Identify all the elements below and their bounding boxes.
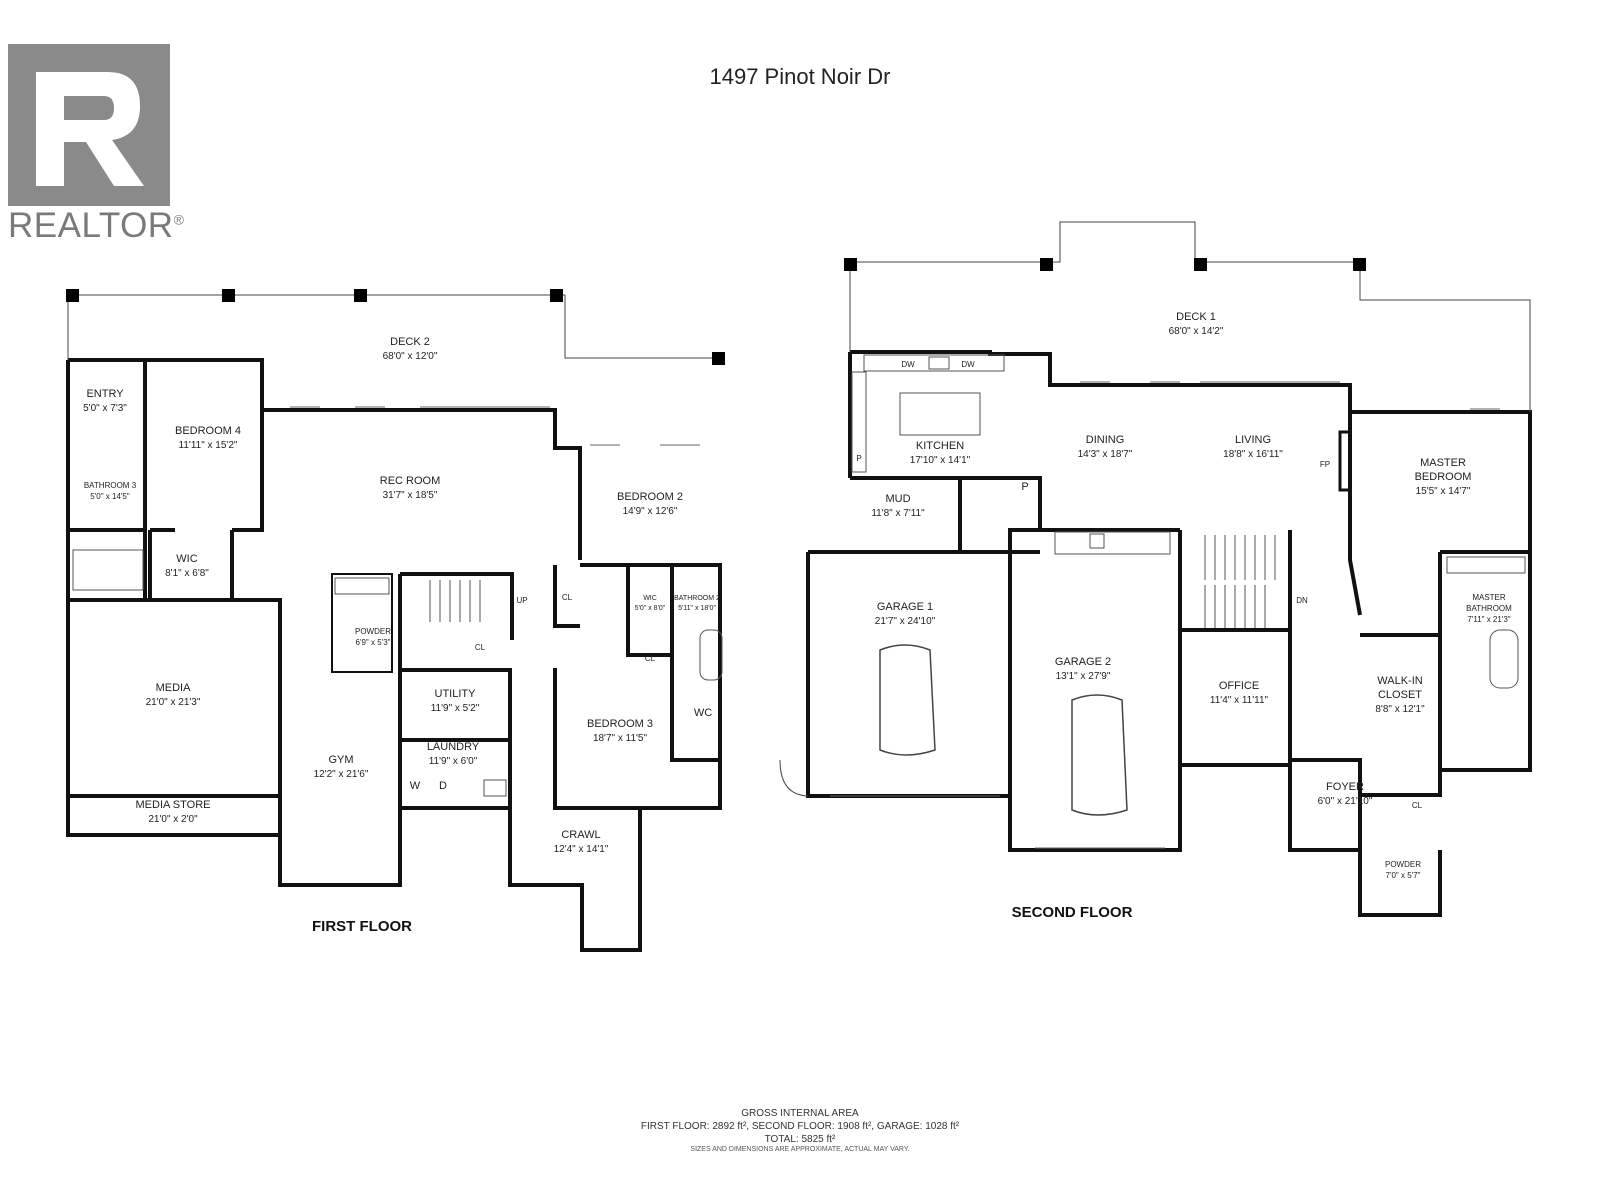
svg-text:DINING: DINING — [1086, 434, 1125, 446]
svg-text:GYM: GYM — [328, 754, 353, 766]
svg-text:DN: DN — [1296, 596, 1308, 605]
svg-text:WC: WC — [694, 707, 712, 719]
svg-text:8'8" x 12'1": 8'8" x 12'1" — [1375, 704, 1425, 715]
svg-text:5'0" x 14'5": 5'0" x 14'5" — [90, 492, 130, 501]
svg-text:11'11" x 15'2": 11'11" x 15'2" — [179, 440, 238, 451]
svg-text:5'0" x 8'0": 5'0" x 8'0" — [635, 605, 666, 612]
svg-text:LIVING: LIVING — [1235, 434, 1271, 446]
svg-text:KITCHEN: KITCHEN — [916, 440, 964, 452]
svg-text:12'4" x 14'1": 12'4" x 14'1" — [554, 844, 609, 855]
deck-posts — [66, 258, 1366, 365]
svg-text:FP: FP — [1320, 460, 1330, 469]
svg-text:14'3" x 18'7": 14'3" x 18'7" — [1078, 449, 1133, 460]
area-breakdown: FIRST FLOOR: 2892 ft², SECOND FLOOR: 190… — [640, 1121, 960, 1132]
svg-text:5'11" x 18'0": 5'11" x 18'0" — [678, 605, 716, 612]
svg-text:UTILITY: UTILITY — [435, 688, 477, 700]
svg-text:18'8" x 16'11": 18'8" x 16'11" — [1223, 449, 1283, 460]
svg-text:21'0" x 21'3": 21'0" x 21'3" — [146, 697, 201, 708]
svg-text:BEDROOM 2: BEDROOM 2 — [617, 491, 683, 503]
realtor-r-logo-icon — [8, 44, 170, 206]
svg-text:FOYER: FOYER — [1326, 781, 1364, 793]
svg-text:P: P — [856, 454, 861, 463]
svg-text:CL: CL — [475, 643, 486, 652]
second-floor-stairs — [1204, 535, 1276, 628]
svg-text:WIC: WIC — [176, 553, 197, 565]
svg-text:W: W — [410, 780, 421, 792]
svg-text:GARAGE 2: GARAGE 2 — [1055, 656, 1111, 668]
svg-text:6'0" x 21'10": 6'0" x 21'10" — [1318, 796, 1373, 807]
svg-text:21'0" x 2'0": 21'0" x 2'0" — [148, 814, 198, 825]
svg-text:LAUNDRY: LAUNDRY — [427, 741, 480, 753]
svg-text:OFFICE: OFFICE — [1219, 680, 1259, 692]
svg-text:68'0" x 14'2": 68'0" x 14'2" — [1169, 326, 1224, 337]
car-icon — [879, 644, 936, 756]
svg-text:11'9" x 5'2": 11'9" x 5'2" — [431, 703, 480, 714]
svg-text:BEDROOM 3: BEDROOM 3 — [587, 718, 653, 730]
total-area: TOTAL: 5825 ft² — [764, 1134, 836, 1145]
svg-text:MEDIA: MEDIA — [156, 682, 192, 694]
property-address-title: 1497 Pinot Noir Dr — [709, 64, 891, 89]
svg-text:11'9" x 6'0": 11'9" x 6'0" — [429, 756, 478, 767]
svg-text:15'5" x 14'7": 15'5" x 14'7" — [1416, 486, 1471, 497]
svg-text:CRAWL: CRAWL — [561, 829, 600, 841]
car-icon — [1071, 694, 1128, 816]
svg-text:7'11" x 21'3": 7'11" x 21'3" — [1467, 615, 1510, 624]
svg-text:14'9" x 12'6": 14'9" x 12'6" — [623, 506, 678, 517]
svg-text:WIC: WIC — [643, 595, 657, 602]
svg-text:68'0" x 12'0": 68'0" x 12'0" — [383, 351, 438, 362]
svg-text:MUD: MUD — [885, 493, 910, 505]
svg-text:21'7" x 24'10": 21'7" x 24'10" — [875, 616, 936, 627]
first-floor-walls — [66, 358, 722, 952]
svg-text:POWDER: POWDER — [355, 627, 391, 636]
svg-text:MASTER: MASTER — [1420, 457, 1466, 469]
svg-text:5'0" x 7'3": 5'0" x 7'3" — [83, 403, 127, 414]
svg-text:POWDER: POWDER — [1385, 860, 1421, 869]
svg-text:MEDIA STORE: MEDIA STORE — [136, 799, 211, 811]
svg-text:11'8" x 7'11": 11'8" x 7'11" — [871, 508, 925, 519]
svg-text:GARAGE 1: GARAGE 1 — [877, 601, 933, 613]
svg-text:MASTER: MASTER — [1472, 593, 1506, 602]
svg-text:CLOSET: CLOSET — [1378, 689, 1422, 701]
first-floor-label: FIRST FLOOR — [312, 918, 412, 935]
svg-text:31'7" x 18'5": 31'7" x 18'5" — [383, 490, 438, 501]
svg-text:17'10" x 14'1": 17'10" x 14'1" — [910, 455, 971, 466]
svg-text:DW: DW — [961, 360, 975, 369]
svg-text:BEDROOM 4: BEDROOM 4 — [175, 425, 241, 437]
realtor-wordmark: REALTOR® — [8, 206, 185, 245]
disclaimer: SIZES AND DIMENSIONS ARE APPROXIMATE, AC… — [690, 1146, 910, 1153]
svg-text:18'7" x 11'5": 18'7" x 11'5" — [593, 733, 648, 744]
second-floor-walls — [806, 350, 1532, 917]
svg-text:CL: CL — [562, 593, 573, 602]
svg-text:BATHROOM: BATHROOM — [1466, 604, 1512, 613]
svg-text:BATHROOM 2: BATHROOM 2 — [674, 595, 720, 602]
svg-text:DW: DW — [901, 360, 915, 369]
deck2-label: DECK 2 — [390, 336, 430, 348]
svg-text:REC ROOM: REC ROOM — [380, 475, 441, 487]
svg-text:UP: UP — [516, 596, 527, 605]
svg-text:12'2" x 21'6": 12'2" x 21'6" — [314, 769, 369, 780]
svg-text:11'4" x 11'11": 11'4" x 11'11" — [1210, 695, 1269, 706]
svg-text:CL: CL — [645, 654, 656, 663]
svg-text:7'0" x 5'7": 7'0" x 5'7" — [1386, 871, 1421, 880]
deck1-label: DECK 1 — [1176, 311, 1216, 323]
svg-text:8'1" x 6'8": 8'1" x 6'8" — [165, 568, 209, 579]
first-floor-stairs — [429, 580, 481, 622]
svg-text:D: D — [439, 780, 447, 792]
svg-text:BEDROOM: BEDROOM — [1415, 471, 1472, 483]
svg-text:WALK-IN: WALK-IN — [1377, 675, 1422, 687]
svg-text:BATHROOM 3: BATHROOM 3 — [84, 481, 137, 490]
gross-area-heading: GROSS INTERNAL AREA — [741, 1108, 859, 1119]
svg-text:13'1" x 27'9": 13'1" x 27'9" — [1056, 671, 1111, 682]
svg-text:P: P — [1021, 481, 1028, 493]
svg-text:CL: CL — [1412, 801, 1423, 810]
svg-text:ENTRY: ENTRY — [86, 388, 124, 400]
second-floor-label: SECOND FLOOR — [1012, 904, 1133, 921]
svg-text:6'9" x 5'3": 6'9" x 5'3" — [356, 638, 391, 647]
